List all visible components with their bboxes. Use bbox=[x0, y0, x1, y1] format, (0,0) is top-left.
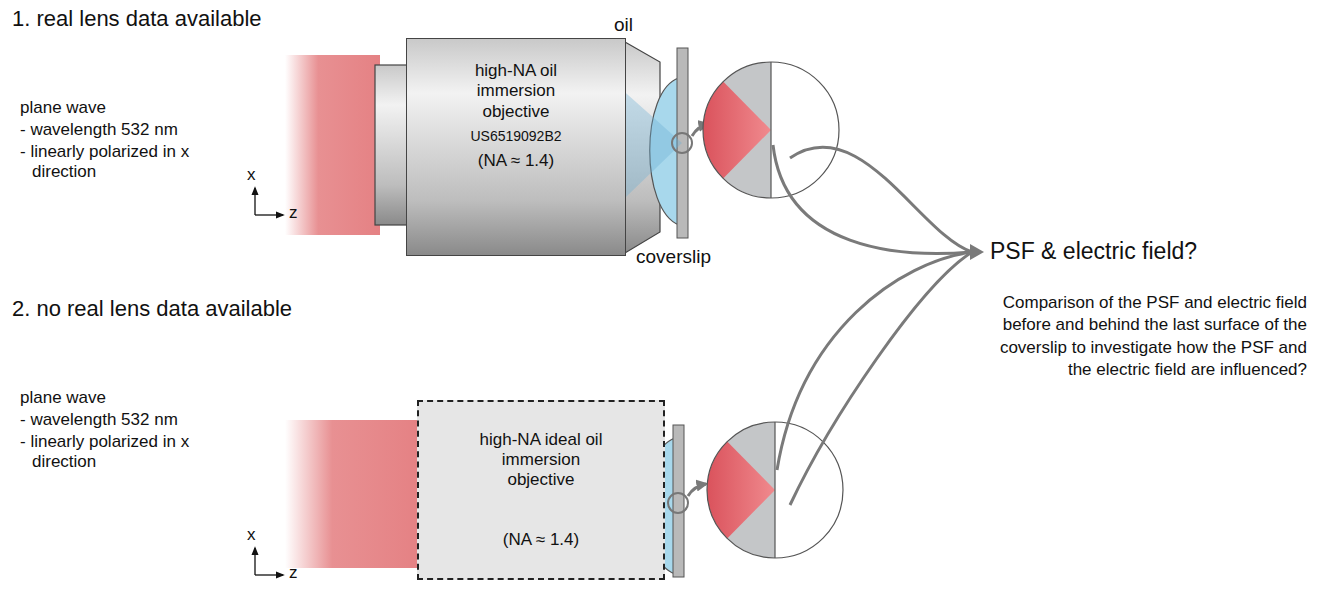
plane-wave-beam bbox=[285, 55, 380, 235]
zoom-circle bbox=[703, 62, 839, 198]
label-text: Comparison of the PSF and electric field… bbox=[975, 292, 1307, 382]
zoom-arrow bbox=[688, 484, 706, 496]
label-text: plane wave bbox=[20, 98, 250, 118]
label-text: z bbox=[289, 563, 303, 583]
label-text: - wavelength 532 nm bbox=[20, 120, 250, 140]
ideal-objective-box: high-NA ideal oil immersion objective (NA… bbox=[417, 400, 665, 580]
objective-name: high-NA oil immersion objective bbox=[441, 61, 591, 122]
coverslip bbox=[673, 425, 684, 577]
objective-spec: US6519092B2 bbox=[441, 128, 591, 145]
objective-spec: (NA ≈ 1.4) bbox=[466, 530, 616, 550]
pointer-head bbox=[970, 244, 984, 260]
objective-name: high-NA ideal oil immersion objective bbox=[466, 430, 616, 491]
label-text: z bbox=[289, 203, 303, 223]
objective-spec: (NA ≈ 1.4) bbox=[441, 151, 591, 171]
label-text: x bbox=[247, 525, 261, 545]
section-heading: 1. real lens data available bbox=[12, 6, 432, 32]
section-heading: 2. no real lens data available bbox=[12, 296, 432, 322]
pointer-curves bbox=[773, 145, 972, 505]
question-text: PSF & electric field? bbox=[990, 238, 1310, 266]
objective-body: high-NA oil immersion objectiveUS6519092… bbox=[406, 38, 626, 256]
zoom-view bbox=[704, 418, 775, 562]
label-text: coverslip bbox=[636, 246, 736, 269]
zoom-marker bbox=[672, 133, 692, 153]
label-text: - linearly polarized in x direction bbox=[20, 142, 195, 183]
plane-wave-beam bbox=[285, 420, 420, 568]
zoom-marker bbox=[668, 493, 688, 513]
zoom-view bbox=[700, 58, 771, 202]
label-text: oil bbox=[614, 14, 654, 37]
objective-flange bbox=[375, 65, 407, 225]
label-text: plane wave bbox=[20, 388, 250, 408]
label-text: x bbox=[247, 165, 261, 185]
label-text: - linearly polarized in x direction bbox=[20, 432, 195, 473]
label-text: - wavelength 532 nm bbox=[20, 410, 250, 430]
